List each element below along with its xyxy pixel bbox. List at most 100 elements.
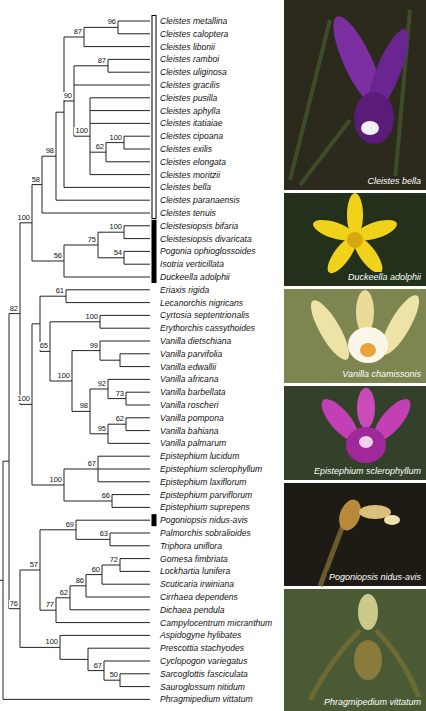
tree-branch: [98, 481, 150, 482]
tree-branch: [20, 570, 40, 571]
taxon-name: Cleistes moritzii: [160, 170, 220, 180]
tree-branch: [70, 609, 150, 610]
tree-branch: [74, 85, 150, 86]
tree-branch: [32, 261, 64, 262]
support-value: 66: [101, 492, 111, 500]
tree-branch: [104, 661, 150, 662]
taxon-name: Cleistes gracilis: [160, 80, 220, 90]
tree-branch: [100, 315, 150, 316]
tree-branch: [86, 574, 102, 575]
photo-caption: Vanilla chamissonis: [340, 369, 423, 380]
taxon-name: Epistephium suprepens: [160, 502, 250, 512]
taxon-name: Cleistes elongata: [160, 157, 226, 167]
taxon-name: Scuticaria irwiniana: [160, 579, 234, 589]
tree-branch: [98, 469, 150, 470]
tree-branch: [126, 405, 150, 406]
tree-branch: [56, 597, 70, 598]
taxon-name: Sauroglossum nitidum: [160, 682, 245, 692]
tree-branch: [64, 101, 74, 102]
tree-branch: [88, 670, 104, 671]
tree-branch: [74, 136, 90, 137]
tree-branch: [40, 351, 50, 352]
taxon-name: Lockhartia lunifera: [160, 566, 230, 576]
taxon-name: Cleistesiopsis bifaria: [160, 221, 238, 231]
taxon-name: Vanilla palmarum: [160, 438, 226, 448]
support-value: 73: [115, 390, 125, 398]
tree-branch: [42, 213, 150, 214]
tree-branch: [102, 565, 120, 566]
support-value: 82: [9, 305, 19, 313]
tree-branch: [108, 443, 150, 444]
support-value: 100: [16, 214, 31, 222]
taxon-name: Cleistes itatiaiae: [160, 118, 223, 128]
tree-branch: [86, 597, 150, 598]
support-value: 62: [59, 589, 69, 597]
tree-branch: [118, 33, 150, 34]
photo-caption: Cleistes bella: [365, 176, 423, 187]
tree-branch: [120, 366, 150, 367]
taxon-name: Epistephium parviflorum: [160, 490, 252, 500]
tree-branch: [106, 161, 150, 162]
tree-branch: [40, 610, 56, 611]
photo-caption: Epistephium sclerophyllum: [312, 466, 423, 477]
tree-branch: [50, 321, 100, 322]
support-value: 67: [87, 460, 97, 468]
tree-branch: [20, 404, 32, 405]
taxon-name: Cirrhaea dependens: [160, 592, 238, 602]
tree-branch: [124, 238, 150, 239]
taxon-name: Cleistes caloptera: [160, 29, 228, 39]
support-value: 100: [16, 395, 31, 403]
support-value: 100: [84, 313, 99, 321]
clade-bar: [152, 515, 156, 526]
tree-branch: [112, 494, 150, 495]
tree-branch: [84, 46, 150, 47]
tree-branch: [64, 37, 84, 38]
tree-branch: [118, 21, 150, 22]
taxon-name: Cleistes tenuis: [160, 208, 216, 218]
tree-branch: [64, 277, 150, 278]
support-value: 87: [97, 57, 107, 65]
photo-pogoniopsis: [284, 483, 426, 586]
support-value: 95: [97, 425, 107, 433]
taxon-name: Phragmipedium vittatum: [160, 694, 253, 704]
tree-branch: [108, 379, 150, 380]
clade-bar: [152, 220, 156, 282]
support-value: 61: [55, 287, 65, 295]
taxon-name: Cleistes pusilla: [160, 93, 217, 103]
tree-branch: [64, 245, 98, 246]
tree-branch: [100, 341, 150, 342]
tree-branch: [100, 360, 120, 361]
tree-branch: [90, 174, 150, 175]
tree-branch: [120, 353, 150, 354]
tree-branch: [40, 529, 76, 530]
tree-branch: [108, 59, 150, 60]
photo-duckeella: [284, 193, 426, 286]
taxon-name: Epistephium lucidum: [160, 451, 239, 461]
taxon-name: Erythorchis cassythoides: [160, 323, 255, 333]
clade-bar: [152, 16, 156, 219]
taxon-name: Vanilla barbellata: [160, 387, 226, 397]
photo-phragmipedium: [284, 589, 426, 711]
taxon-name: Cyrtosia septentrionalis: [160, 310, 249, 320]
tree-branch: [60, 659, 88, 660]
taxon-name: Triphora uniflora: [160, 541, 222, 551]
tree-branch: [70, 585, 86, 586]
taxon-name: Sarcoglottis fasciculata: [160, 669, 248, 679]
taxon-name: Pogoniopsis nidus-avis: [160, 515, 248, 525]
taxon-name: Duckeella adolphii: [160, 272, 230, 282]
photo-epistephium: [284, 386, 426, 480]
tree-branch: [110, 533, 150, 534]
taxon-name: Cleistes bella: [160, 182, 211, 192]
tree-branch: [108, 398, 126, 399]
taxon-name: Aspidogyne hylibates: [160, 630, 241, 640]
tree-branch: [102, 584, 150, 585]
photo-cleistes: [284, 0, 426, 190]
taxon-name: Palmorchis sobralioides: [160, 528, 251, 538]
taxon-name: Cleistes paranaensis: [160, 195, 240, 205]
taxon-name: Epistephium laxiflorum: [160, 477, 246, 487]
tree-branch: [124, 251, 150, 252]
tree-branch: [90, 123, 150, 124]
support-value: 62: [115, 415, 125, 423]
tree-branch: [124, 149, 150, 150]
tree-branch: [90, 389, 108, 390]
